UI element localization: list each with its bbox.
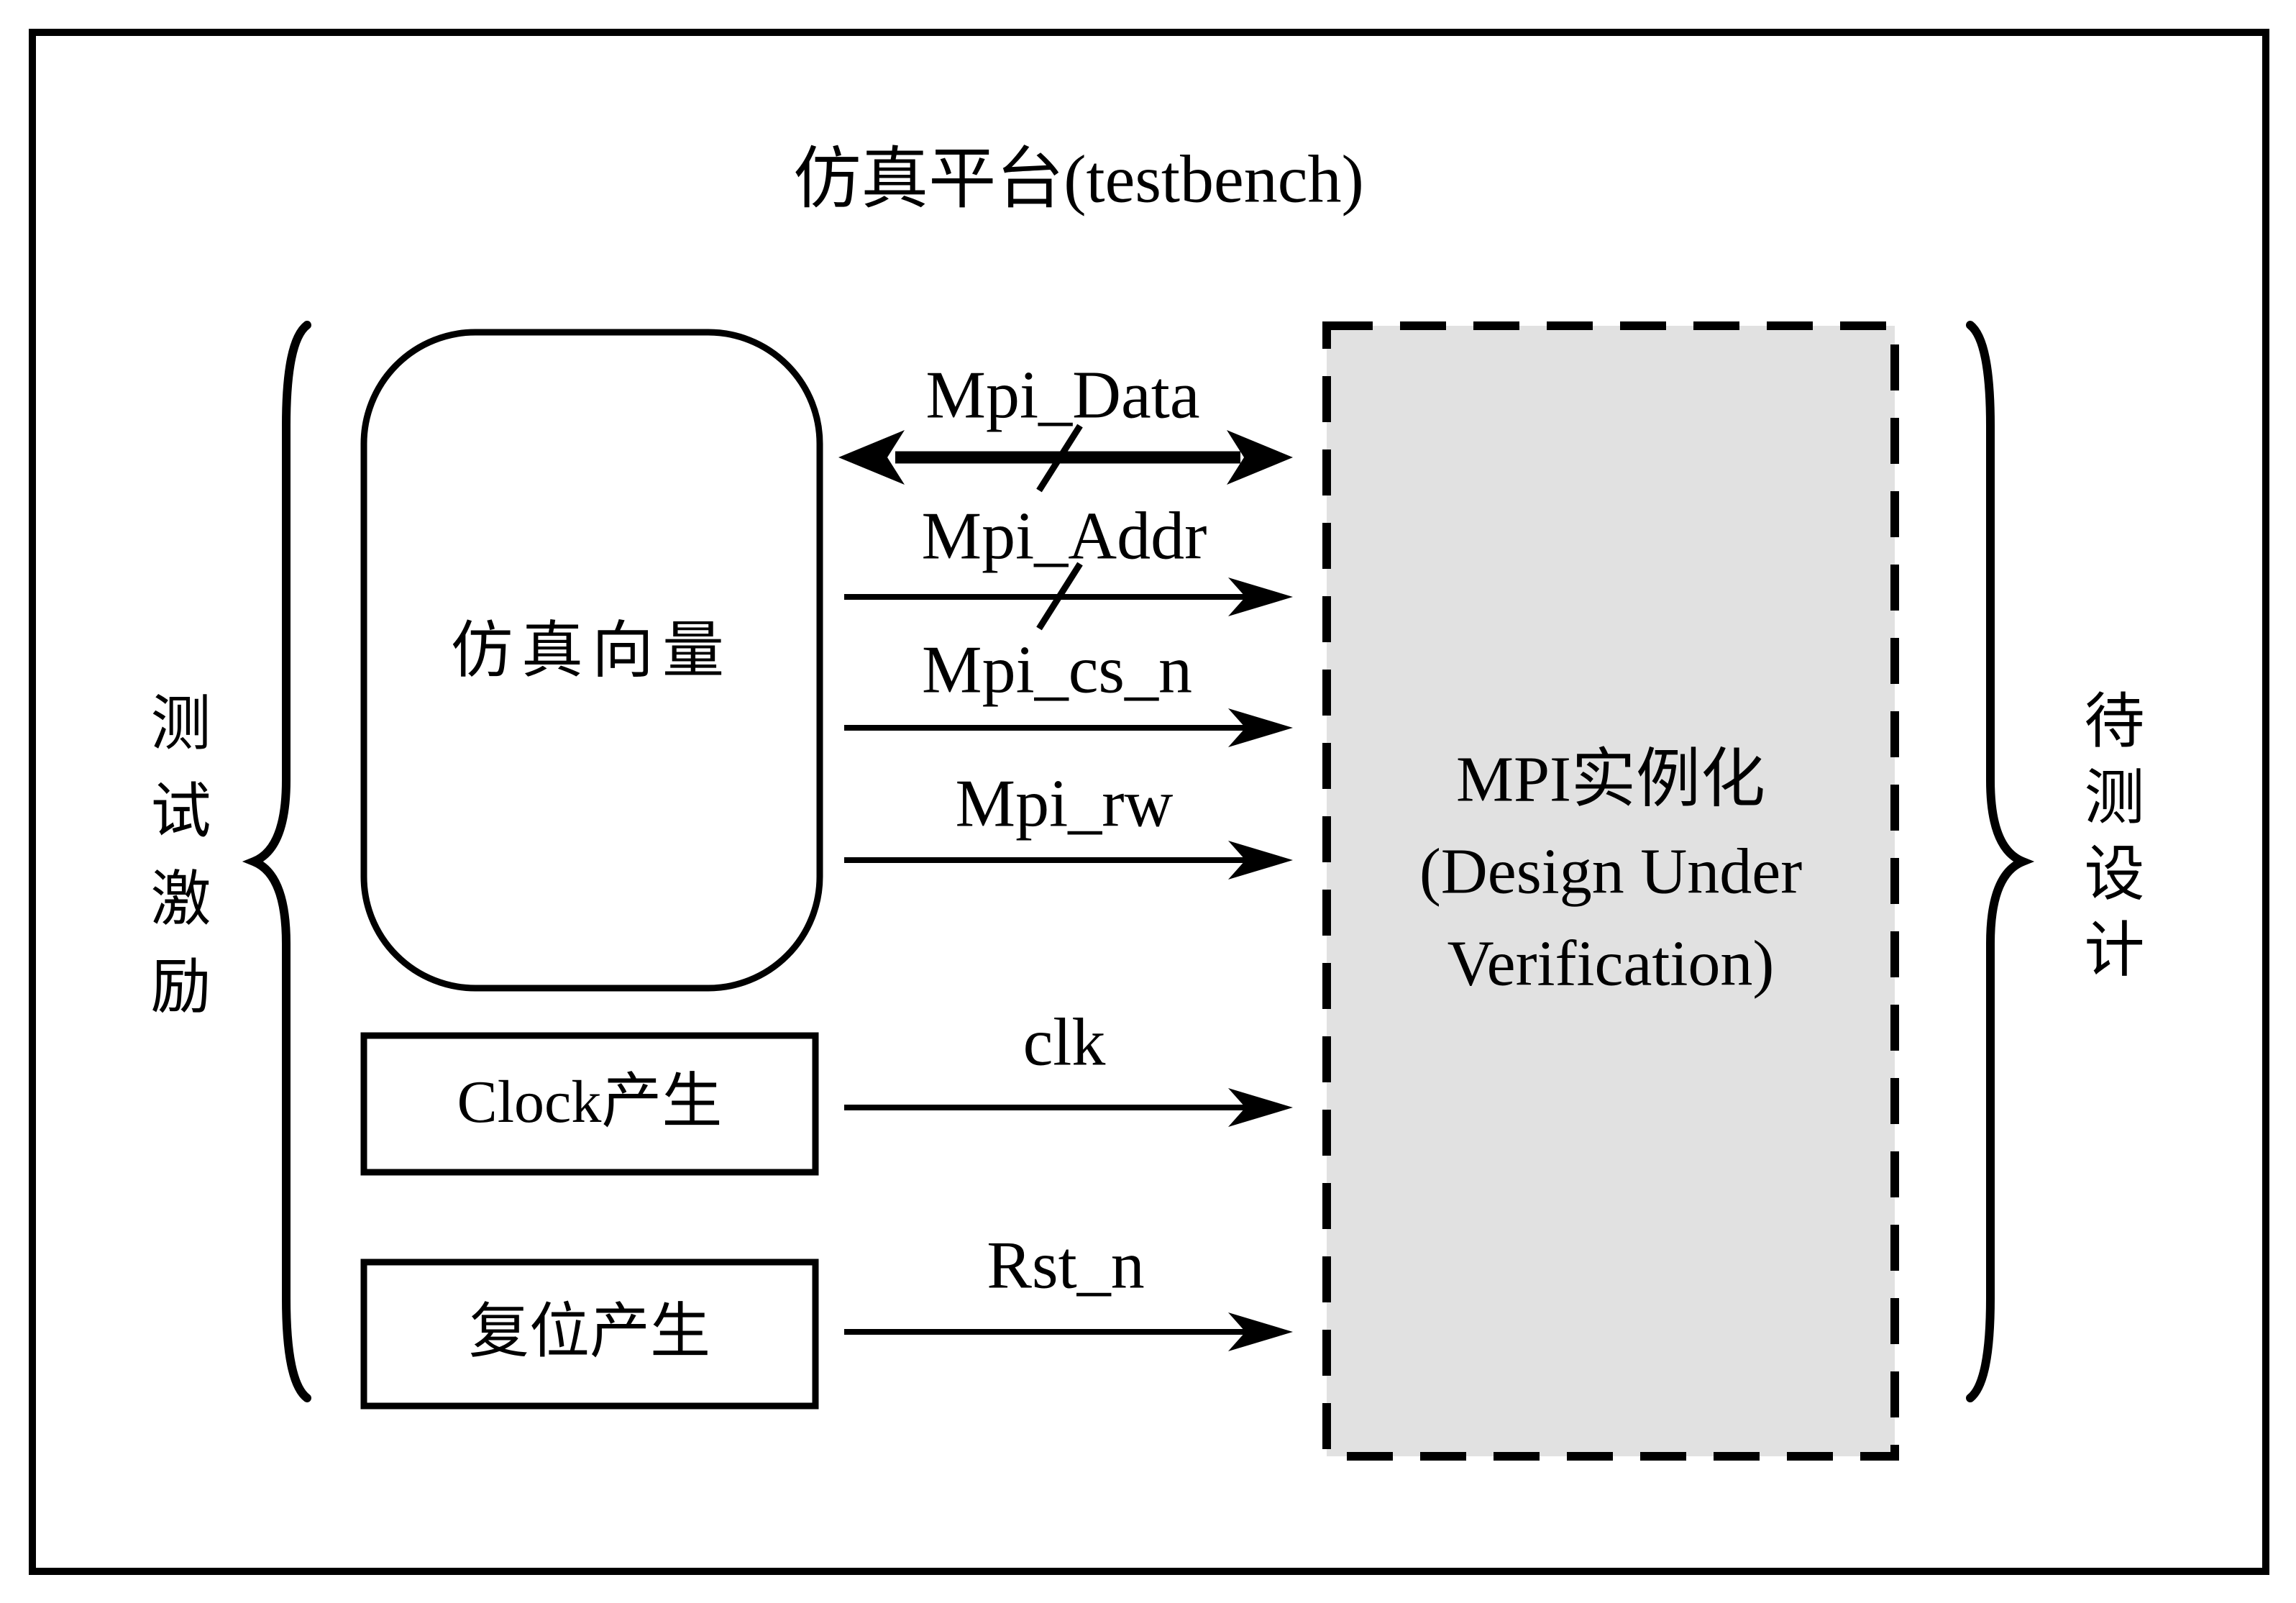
signal-label-mpi-addr: Mpi_Addr [921, 498, 1207, 574]
duv-label-line2: (Design Under [1419, 836, 1803, 908]
mpi-cs-n-arrow [844, 708, 1293, 747]
duv-label-line1: MPI实例化 [1455, 744, 1766, 816]
duv-box [1322, 321, 1899, 1461]
rst-n-arrow [844, 1312, 1293, 1351]
left-brace [242, 321, 311, 1402]
signal-label-rst-n: Rst_n [987, 1228, 1145, 1303]
signal-label-clk: clk [1023, 1005, 1106, 1080]
mpi-addr-arrow [844, 562, 1293, 631]
outer-border [29, 29, 2269, 1575]
mpi-rw-arrow [844, 841, 1293, 880]
signal-label-mpi-rw: Mpi_rw [955, 766, 1174, 841]
vector-block-outline [360, 329, 823, 992]
bus-slash-icon [1036, 562, 1083, 631]
bus-slash-icon [1036, 424, 1083, 493]
vector-block-label: 仿真向量 [451, 616, 733, 685]
signal-label-mpi-cs-n: Mpi_cs_n [922, 632, 1192, 708]
reset-block-outline [360, 1259, 819, 1410]
mpi-data-arrow [838, 424, 1293, 493]
clk-arrow [844, 1088, 1293, 1127]
diagram-title: 仿真平台(testbench) [793, 142, 1364, 217]
stimulus-brace-label: 测试激励 [142, 691, 209, 1042]
clock-block-outline [360, 1032, 819, 1176]
duv-label-line3: Verification) [1447, 928, 1775, 1000]
dut-brace-label: 待测设计 [2075, 689, 2142, 994]
reset-block-label: 复位产生 [468, 1298, 711, 1366]
signal-label-mpi-data: Mpi_Data [925, 357, 1200, 433]
right-brace [1966, 321, 2035, 1402]
clock-block-label: Clock产生 [457, 1068, 723, 1136]
